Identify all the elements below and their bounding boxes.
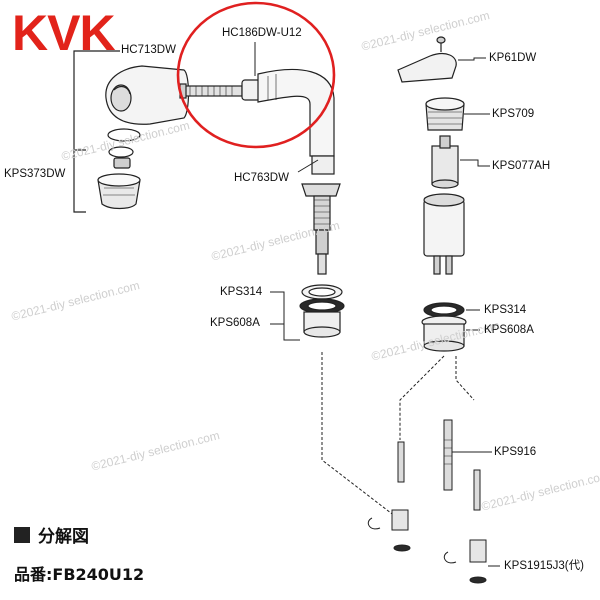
- shower-head-group: [73, 50, 190, 213]
- cartridge: [431, 145, 459, 185]
- lever-column: [397, 36, 490, 352]
- hose-fitting: [183, 85, 243, 97]
- bottom-fitting-left: [391, 509, 409, 531]
- label-kps077ah: KPS077AH: [492, 160, 551, 172]
- model-number: FB240U12: [52, 565, 145, 584]
- model-label: 品番:: [14, 565, 53, 584]
- highlight-circle: [176, 1, 336, 149]
- kvk-logo: KVK: [12, 5, 116, 61]
- spout-column: [270, 155, 345, 341]
- label-kps1915j3: KPS1915J3(代): [504, 560, 584, 572]
- lever-handle: [397, 53, 457, 83]
- label-kp61dw: KP61DW: [489, 52, 537, 64]
- label-kps916: KPS916: [494, 446, 537, 458]
- title-square-icon: [14, 526, 30, 543]
- hose-group: [179, 42, 335, 157]
- label-kps314-left: KPS314: [220, 286, 263, 298]
- label-kps373dw: KPS373DW: [4, 168, 66, 180]
- o-ring: [107, 128, 141, 142]
- label-kps608a-left: KPS608A: [210, 317, 260, 329]
- label-hc186dw-u12: HC186DW-U12: [222, 27, 302, 39]
- valve-body: [423, 199, 465, 257]
- supply-pipes: [321, 352, 500, 584]
- label-kps709: KPS709: [492, 108, 535, 120]
- strainer: [113, 157, 131, 169]
- label-kps608a-right: KPS608A: [484, 324, 534, 336]
- label-kps314-right: KPS314: [484, 304, 527, 316]
- hc713dw-bracket: [73, 50, 120, 213]
- model-number-line: 品番:FB240U12: [14, 561, 144, 585]
- label-hc763dw: HC763DW: [234, 172, 289, 184]
- section-title: 分解図: [14, 522, 89, 547]
- spray-cap: [97, 179, 141, 210]
- bottom-fitting-right: [469, 539, 487, 563]
- section-title-text: 分解図: [38, 527, 89, 547]
- label-hc713dw: HC713DW: [121, 44, 176, 56]
